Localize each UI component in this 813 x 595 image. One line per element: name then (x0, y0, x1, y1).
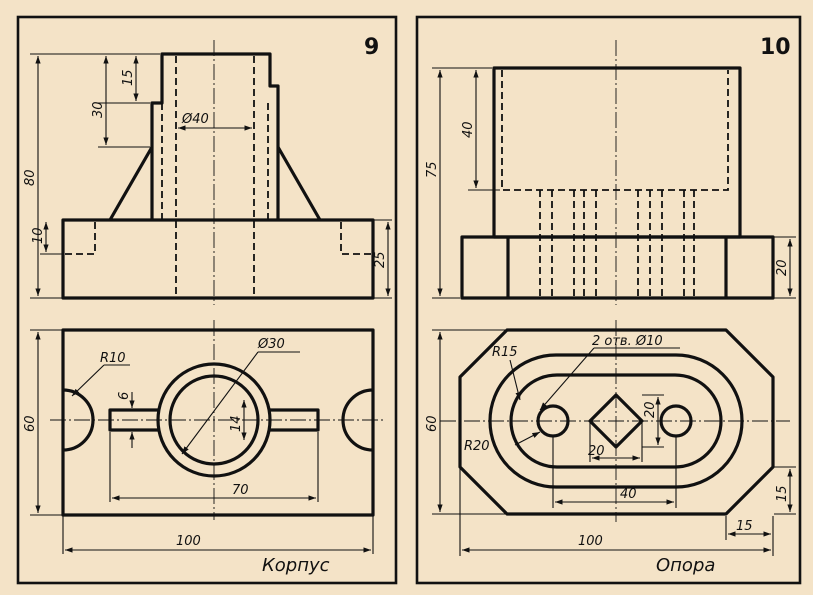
dim-h60: 60 (23, 415, 38, 432)
opora-front-view (460, 40, 775, 305)
dim-w100-top: 100 (578, 534, 603, 549)
dim-h75: 75 (425, 161, 440, 178)
dim-d40: Ø40 (181, 112, 209, 127)
opora-top-dimensions: 2 отв. Ø10 R15 R20 20 20 40 60 1 (425, 329, 796, 556)
dim-h15-top: 15 (775, 485, 790, 502)
dim-d30: Ø30 (257, 337, 285, 352)
dim-h14: 14 (229, 415, 244, 432)
dim-h10: 10 (31, 227, 46, 244)
korpus-front-dimensions: 80 30 15 Ø40 10 25 (23, 53, 392, 299)
dim-holes: 2 отв. Ø10 (592, 334, 663, 349)
dim-h25: 25 (373, 251, 388, 268)
dim-h20-front: 20 (775, 259, 790, 276)
dim-w70: 70 (232, 483, 249, 498)
dim-w6: 6 (117, 392, 132, 400)
dim-w40: 40 (620, 487, 637, 502)
korpus-front-view (61, 40, 375, 305)
dim-r15: R15 (492, 345, 518, 360)
panel-opora: 10 Опора 75 (415, 15, 802, 585)
dim-h15: 15 (121, 69, 136, 86)
panel-10-title: Опора (656, 555, 715, 576)
opora-top-view (440, 320, 790, 522)
dim-w100: 100 (176, 534, 201, 549)
korpus-top-dimensions: R10 Ø30 6 14 70 60 100 (23, 329, 374, 554)
dim-h80: 80 (23, 169, 38, 186)
dim-h60-top: 60 (425, 415, 440, 432)
panel-9-number: 9 (364, 35, 379, 60)
panel-10-number: 10 (760, 35, 791, 60)
korpus-top-view (50, 320, 385, 520)
panel-9-frame (16, 15, 398, 585)
dim-h30: 30 (91, 101, 106, 118)
opora-front-dimensions: 75 40 20 (425, 67, 796, 299)
panel-9-title: Корпус (262, 555, 330, 576)
panel-korpus: 9 Корпус 80 (16, 15, 398, 585)
dim-h40: 40 (461, 121, 476, 138)
dim-w15: 15 (736, 519, 753, 534)
dim-square-height: 20 (643, 401, 658, 418)
dim-square-width: 20 (588, 444, 605, 459)
dim-r20: R20 (464, 439, 490, 454)
panel-10-frame (415, 15, 802, 585)
dim-r10: R10 (100, 351, 126, 366)
